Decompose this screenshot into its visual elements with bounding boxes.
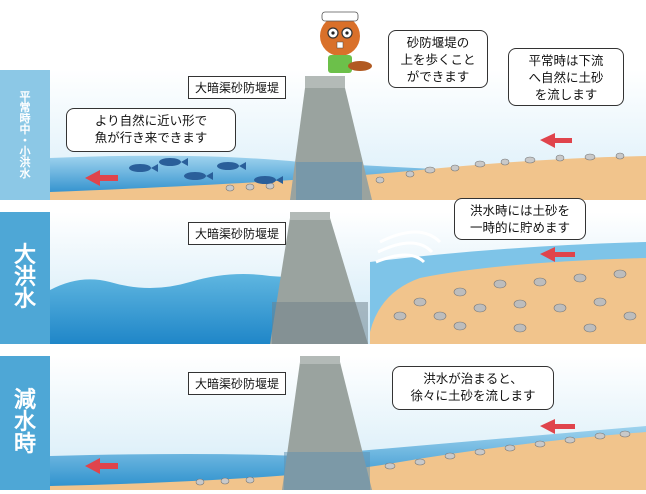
stone-icon	[225, 152, 625, 192]
dam-label-receding: 大暗渠砂防堰堤	[188, 372, 287, 395]
callout-normal-flow: 平常時は下流 へ自然に土砂 を流します	[508, 48, 624, 106]
side-label-receding: 減 水 時	[13, 388, 36, 457]
callout-flood: 洪水時には土砂を 一時的に貯めます	[454, 198, 586, 240]
flow-arrow-icon	[85, 133, 572, 186]
panel-flood-scene	[0, 212, 646, 344]
stone-icon	[195, 430, 631, 486]
panel-flood: 大 洪 水	[0, 212, 646, 344]
flow-arrow-icon	[85, 419, 575, 474]
fish-icon	[129, 158, 283, 184]
swirl-icon	[375, 230, 442, 264]
side-label-flood: 大 洪 水	[13, 243, 36, 312]
beaver-mascot-icon	[320, 11, 372, 73]
flow-arrow-icon	[540, 247, 575, 262]
side-label-normal: 平 常 時 中 ・ 小 洪 水	[19, 90, 31, 180]
dam-label-flood: 大暗渠砂防堰堤	[188, 222, 287, 245]
dam-label-normal: 大暗渠砂防堰堤	[188, 76, 287, 99]
callout-receding: 洪水が治まると、 徐々に土砂を流します	[392, 366, 554, 410]
callout-fish: より自然に近い形で 魚が行き来できます	[66, 108, 236, 152]
stone-icon	[393, 269, 637, 333]
callout-walk: 砂防堰堤の 上を歩くこと ができます	[388, 30, 488, 88]
